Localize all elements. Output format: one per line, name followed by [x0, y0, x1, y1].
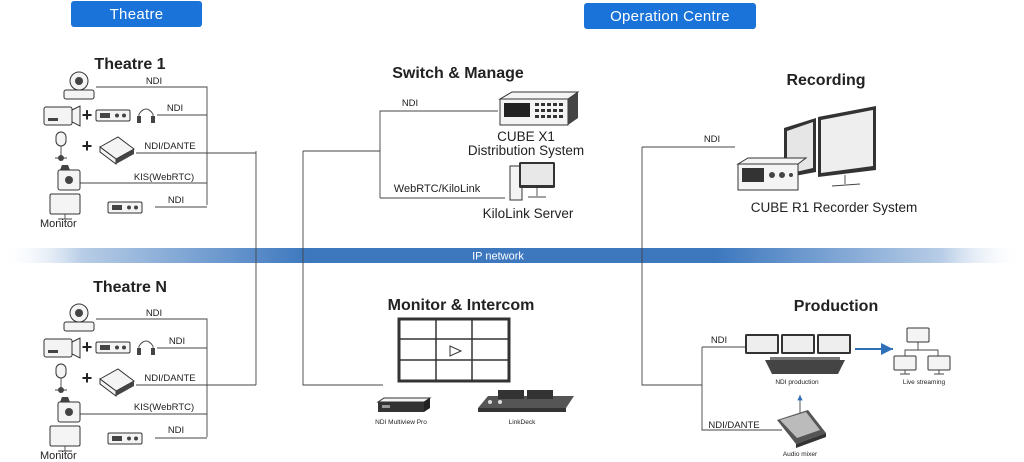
cube-x1-label-1: CUBE X1 — [497, 129, 555, 144]
plus-sign: + — [82, 337, 93, 357]
switch-manage-link-webrtc: WebRTC/KiloLink — [394, 183, 481, 195]
camcorder-icon — [43, 105, 81, 127]
monitor-intercom-title: Monitor & Intercom — [388, 297, 535, 314]
linkdeck-label: LinkDeck — [509, 419, 536, 426]
ptz-camera-icon — [63, 71, 95, 100]
cube-x1-icon — [498, 91, 580, 126]
camcorder-icon — [43, 337, 81, 359]
recording-link-ndi: NDI — [704, 134, 720, 145]
theatre-1-link-2: NDI — [167, 103, 183, 114]
audio-mixer-label: Audio mixer — [783, 451, 818, 458]
decoder-icon — [107, 201, 143, 214]
audio-box-icon — [99, 368, 135, 397]
live-streaming-label: Live streaming — [903, 379, 946, 386]
live-streaming-icon — [893, 327, 951, 375]
microphone-icon — [55, 131, 67, 161]
intercom-panel-icon — [57, 165, 81, 191]
microphone-icon — [55, 363, 67, 393]
cube-x1-label-2: Distribution System — [468, 143, 584, 158]
backbone-lines — [255, 146, 735, 386]
production-title: Production — [794, 298, 878, 315]
ndi-production-icon — [745, 334, 851, 374]
intercom-panel-icon — [57, 397, 81, 423]
ptz-camera-icon — [63, 303, 95, 332]
plus-sign: + — [82, 368, 93, 388]
ip-network-label: IP network — [472, 251, 524, 263]
theatre-n-title: Theatre N — [93, 279, 167, 296]
production-link-dante: NDI/DANTE — [708, 420, 759, 431]
switch-manage-group: Switch & Manage NDI WebRTC/KiloLink CUBE… — [379, 65, 584, 221]
theatre-1-link-3: NDI/DANTE — [144, 141, 195, 152]
theatre-1-monitor-label: Monitor — [40, 218, 77, 230]
kilolink-server-label: KiloLink Server — [483, 206, 574, 221]
theatre-1-link-1: NDI — [146, 76, 162, 87]
theatre-1-link-4: KIS(WebRTC) — [134, 172, 194, 183]
production-group: Production NDI NDI/DANTE NDI production … — [701, 298, 951, 458]
theatre-n-group: Theatre N NDI NDI NDI/DANTE KIS(WebRTC) … — [40, 279, 256, 462]
encoder-icon — [95, 109, 131, 122]
production-link-ndi: NDI — [711, 335, 727, 346]
monitor-intercom-group: Monitor & Intercom NDI Multiview Pro Lin… — [375, 297, 574, 426]
audio-mixer-icon — [777, 410, 826, 448]
ndi-multiview-pro-label: NDI Multiview Pro — [375, 419, 427, 426]
recording-group: Recording NDI CUBE R1 Recorder System — [704, 72, 917, 215]
switch-manage-title: Switch & Manage — [392, 65, 524, 82]
plus-sign: + — [82, 136, 93, 156]
cube-r1-recorder-icon — [736, 106, 876, 191]
recording-title: Recording — [786, 72, 865, 89]
theatre-n-link-1: NDI — [146, 308, 162, 319]
headset-icon — [137, 108, 155, 123]
theatre-1-title: Theatre 1 — [94, 56, 165, 73]
theatre-n-link-2: NDI — [169, 336, 185, 347]
section-tab-theatre: Theatre — [71, 1, 202, 27]
switch-manage-link-ndi: NDI — [402, 98, 418, 109]
monitor-icon — [49, 425, 81, 452]
theatre-n-link-4: KIS(WebRTC) — [134, 402, 194, 413]
theatre-n-link-5: NDI — [168, 425, 184, 436]
encoder-icon — [95, 341, 131, 354]
monitor-icon — [49, 193, 81, 220]
ndi-multiview-pro-icon — [376, 397, 432, 412]
section-tab-operation-centre: Operation Centre — [584, 3, 756, 29]
audio-box-icon — [99, 136, 135, 165]
headset-icon — [137, 340, 155, 355]
kilolink-server-icon — [509, 162, 555, 201]
theatre-1-link-5: NDI — [168, 195, 184, 206]
theatre-n-monitor-label: Monitor — [40, 450, 77, 462]
decoder-icon — [107, 432, 143, 445]
linkdeck-icon — [478, 390, 574, 412]
ndi-production-label: NDI production — [775, 379, 819, 386]
video-wall-icon — [397, 317, 511, 383]
theatre-n-link-3: NDI/DANTE — [144, 373, 195, 384]
theatre-1-group: Theatre 1 NDI NDI NDI/DANTE KIS(WebRTC) … — [40, 56, 256, 230]
cube-r1-label: CUBE R1 Recorder System — [751, 200, 918, 215]
plus-sign: + — [82, 105, 93, 125]
